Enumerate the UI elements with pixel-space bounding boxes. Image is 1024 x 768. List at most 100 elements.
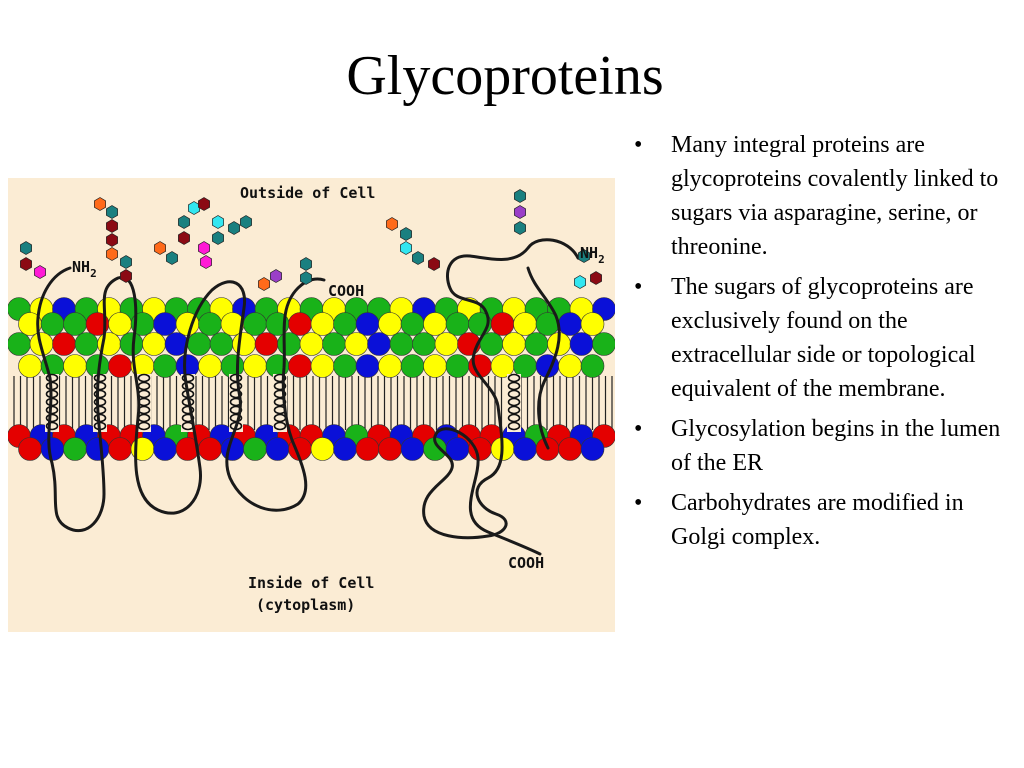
phospholipid-head xyxy=(434,332,459,356)
phospholipid-head xyxy=(52,332,76,356)
sugar-residue xyxy=(400,227,412,241)
nh2-subscript: 2 xyxy=(598,253,605,266)
phospholipid-head xyxy=(412,332,436,356)
sugar-residue xyxy=(120,255,132,269)
sugar-residue xyxy=(258,277,270,291)
phospholipid-head xyxy=(108,354,132,378)
phospholipid-head xyxy=(232,332,256,356)
phospholipid-head xyxy=(63,312,87,336)
phospholipid-head xyxy=(8,332,31,356)
phospholipid-head xyxy=(209,332,234,356)
protein-chain-left xyxy=(36,266,326,533)
sugar-residue xyxy=(212,231,224,245)
phospholipid-head xyxy=(108,437,132,461)
sugar-residue xyxy=(198,197,210,211)
phospholipid-head xyxy=(310,312,335,336)
alpha-helix xyxy=(507,373,521,432)
cytoplasm-label: (cytoplasm) xyxy=(256,596,355,614)
phospholipid-head xyxy=(445,312,470,336)
phospholipid-head xyxy=(580,312,605,336)
sugar-residue xyxy=(212,215,224,229)
sugar-residue xyxy=(20,257,32,271)
phospholipid-head xyxy=(400,354,425,378)
phospholipid-head xyxy=(153,312,177,336)
sugar-chains xyxy=(20,189,602,291)
phospholipid-head xyxy=(119,332,144,356)
phospholipid-head xyxy=(198,354,222,378)
phospholipid-head xyxy=(378,437,402,461)
outer-leaflet-heads xyxy=(8,297,615,378)
nh2-subscript: 2 xyxy=(90,267,97,280)
phospholipid-head xyxy=(580,437,605,461)
phospholipid-head xyxy=(355,354,380,378)
phospholipid-head xyxy=(74,332,99,356)
sugar-residue xyxy=(106,233,118,247)
phospholipid-head xyxy=(355,312,380,336)
phospholipid-head xyxy=(243,312,267,336)
phospholipid-head xyxy=(378,354,402,378)
sugar-residue xyxy=(200,255,212,269)
sugar-residue xyxy=(34,265,46,279)
sugar-residue xyxy=(574,275,586,289)
nh2-text: NH xyxy=(580,244,598,262)
sugar-residue xyxy=(514,205,526,219)
bullet-item: •Many integral proteins are glycoprotein… xyxy=(632,128,1017,264)
bullet-list: •Many integral proteins are glycoprotein… xyxy=(632,128,1017,560)
phospholipid-head xyxy=(198,312,222,336)
phospholipid-head xyxy=(142,332,166,356)
phospholipid-head xyxy=(153,354,177,378)
bullet-text: Carbohydrates are modified in Golgi comp… xyxy=(671,490,964,550)
sugar-residue xyxy=(400,241,412,255)
phospholipid-head xyxy=(288,312,312,336)
nh2-text: NH xyxy=(72,258,90,276)
inside-cell-label: Inside of Cell xyxy=(248,574,374,592)
membrane-diagram-svg: Outside of Cell Inside of Cell (cytoplas… xyxy=(8,184,615,614)
phospholipid-head xyxy=(108,312,132,336)
alpha-helix xyxy=(137,373,151,432)
sugar-residue xyxy=(514,221,526,235)
sugar-residue xyxy=(178,231,190,245)
phospholipid-head xyxy=(299,332,324,356)
phospholipid-head xyxy=(310,437,335,461)
phospholipid-head xyxy=(265,437,290,461)
slide-title: Glycoproteins xyxy=(346,45,664,107)
sugar-residue xyxy=(386,217,398,231)
phospholipid-head xyxy=(254,332,279,356)
phospholipid-head xyxy=(187,332,211,356)
phospholipid-head xyxy=(85,437,110,461)
phospholipid-head xyxy=(558,354,582,378)
sugar-residue xyxy=(228,221,240,235)
sugar-residue xyxy=(178,215,190,229)
nh2-label-left: NH2 xyxy=(72,258,97,280)
phospholipid-head xyxy=(243,437,267,461)
sugar-residue xyxy=(270,269,282,283)
phospholipid-head xyxy=(310,354,335,378)
phospholipid-head xyxy=(277,332,301,356)
phospholipid-head xyxy=(63,354,87,378)
phospholipid-head xyxy=(423,354,447,378)
phospholipid-head xyxy=(378,312,402,336)
cooh-label-bottom: COOH xyxy=(508,554,544,572)
phospholipid-head xyxy=(18,437,42,461)
protein-chains xyxy=(36,238,580,556)
sugar-residue xyxy=(514,189,526,203)
phospholipid-head xyxy=(367,332,391,356)
sugar-residue xyxy=(120,269,132,283)
phospholipid-head xyxy=(389,332,414,356)
cooh-label-top: COOH xyxy=(328,282,364,300)
sugar-residue xyxy=(300,271,312,285)
phospholipid-head xyxy=(400,312,425,336)
phospholipid-head xyxy=(288,354,312,378)
phospholipid-head xyxy=(40,437,65,461)
bullet-item: •The sugars of glycoproteins are exclusi… xyxy=(632,270,1017,406)
sugar-residue xyxy=(20,241,32,255)
phospholipid-head xyxy=(592,332,615,356)
phospholipid-head xyxy=(333,354,357,378)
sugar-residue xyxy=(198,241,210,255)
phospholipid-head xyxy=(333,312,357,336)
sugar-residue xyxy=(428,257,440,271)
sugar-residue xyxy=(590,271,602,285)
bullet-item: •Carbohydrates are modified in Golgi com… xyxy=(632,486,1017,554)
sugar-residue xyxy=(106,205,118,219)
bullet-item: •Glycosylation begins in the lumen of th… xyxy=(632,412,1017,480)
